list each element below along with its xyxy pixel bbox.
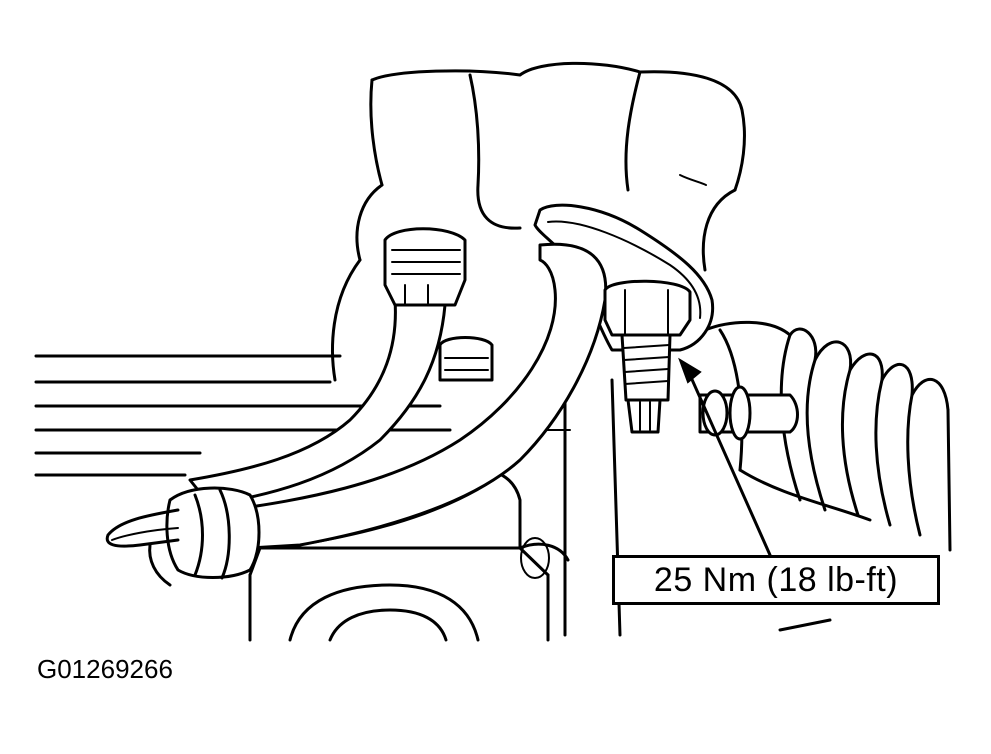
hose-clamp — [105, 486, 261, 587]
mounting-bolt — [620, 333, 672, 434]
center-fitting — [438, 336, 494, 382]
gear-housing-casting — [331, 61, 746, 382]
torque-callout-leader — [678, 357, 772, 557]
figure-id: G01269266 — [37, 654, 173, 684]
tie-rod-stud — [698, 385, 799, 441]
torque-spec-label: 25 Nm (18 lb-ft) — [653, 560, 899, 599]
return-line-fitting — [383, 227, 467, 307]
pressure-line-fitting-nut — [603, 279, 692, 337]
pressure-line-tube — [228, 242, 608, 550]
torque-spec-callout: 25 Nm (18 lb-ft) — [612, 555, 940, 605]
